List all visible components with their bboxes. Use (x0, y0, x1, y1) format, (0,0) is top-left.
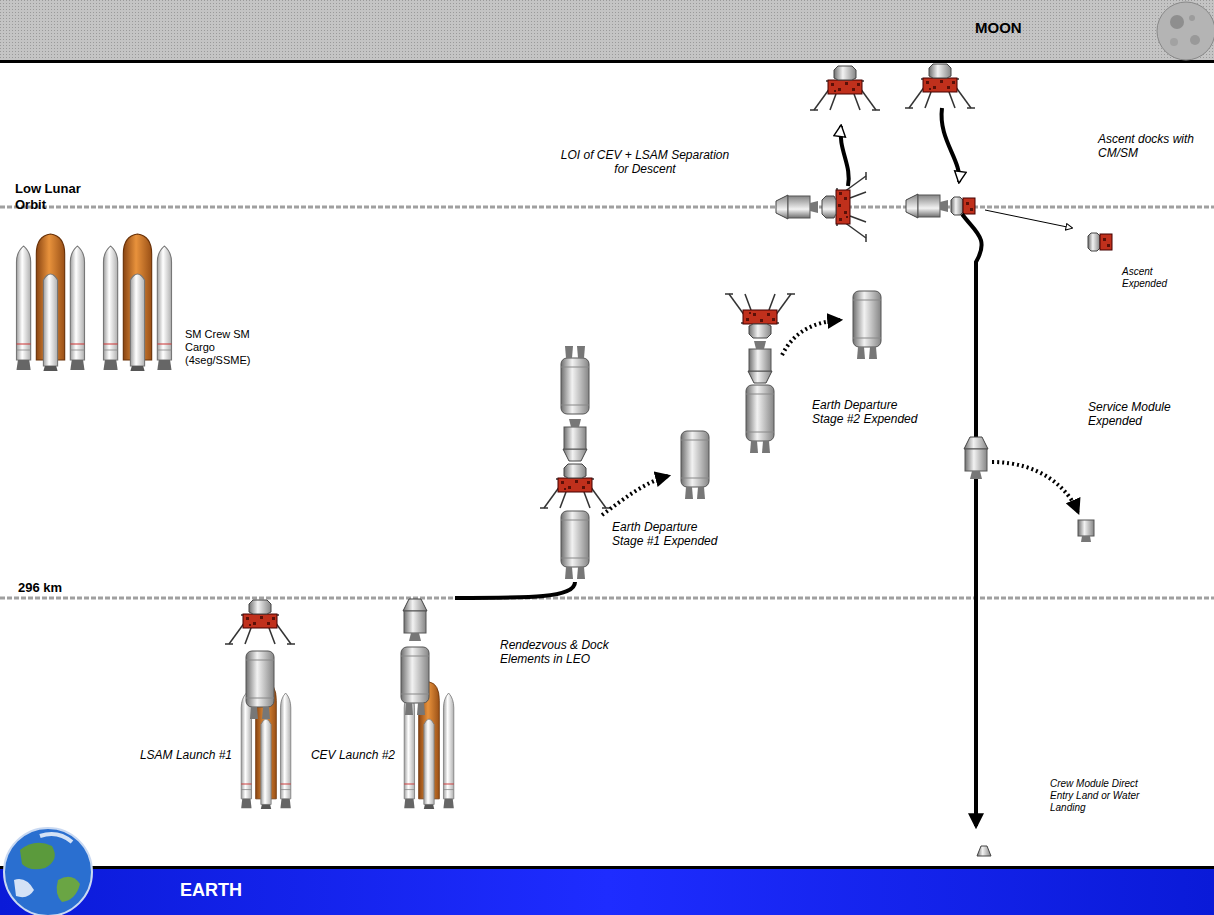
step-note: LOI of CEV + LSAM Separation for Descent (560, 148, 730, 177)
step-note: Earth Departure Stage #2 Expended (812, 398, 924, 427)
label-holder: CEV Launch #2 (293, 748, 395, 762)
band-title: EARTH (180, 880, 242, 902)
band-text-holder: EARTH (180, 880, 242, 902)
label-holder: LSAM Launch #1 (130, 748, 232, 762)
orbit-label: Low Lunar Orbit (15, 181, 93, 212)
step-note: Service Module Expended (1088, 400, 1198, 429)
moon-band: MOON (0, 0, 1214, 62)
label-holder: Service Module Expended (1088, 400, 1198, 429)
label-holder: Rendezvous & Dock Elements in LEO (500, 638, 640, 667)
label-holder: Ascent docks with CM/SM (1098, 132, 1208, 161)
band-title: MOON (975, 19, 1022, 37)
step-note: Ascent docks with CM/SM (1098, 132, 1208, 161)
earth-band: EARTH (0, 866, 1214, 915)
label-holder: Low Lunar Orbit (15, 181, 93, 212)
altitude-label: 296 km (18, 580, 98, 596)
label-holder: Earth Departure Stage #1 Expended (612, 520, 724, 549)
label-holder: Earth Departure Stage #2 Expended (812, 398, 924, 427)
launch-label: CEV Launch #2 (293, 748, 395, 762)
label-holder: Crew Module Direct Entry Land or Water L… (1050, 778, 1150, 814)
label-holder: SM Crew SM Cargo (4seg/SSME) (185, 328, 255, 368)
step-note: Ascent Expended (1122, 266, 1192, 290)
label-holder: LOI of CEV + LSAM Separation for Descent (560, 148, 730, 177)
band-text-holder: MOON (975, 19, 1022, 37)
label-holder: 296 km (18, 580, 98, 596)
step-note: Rendezvous & Dock Elements in LEO (500, 638, 640, 667)
vehicle-note: SM Crew SM Cargo (4seg/SSME) (185, 328, 255, 368)
label-holder: Ascent Expended (1122, 266, 1192, 290)
step-note: Earth Departure Stage #1 Expended (612, 520, 724, 549)
launch-label: LSAM Launch #1 (130, 748, 232, 762)
step-note: Crew Module Direct Entry Land or Water L… (1050, 778, 1150, 814)
